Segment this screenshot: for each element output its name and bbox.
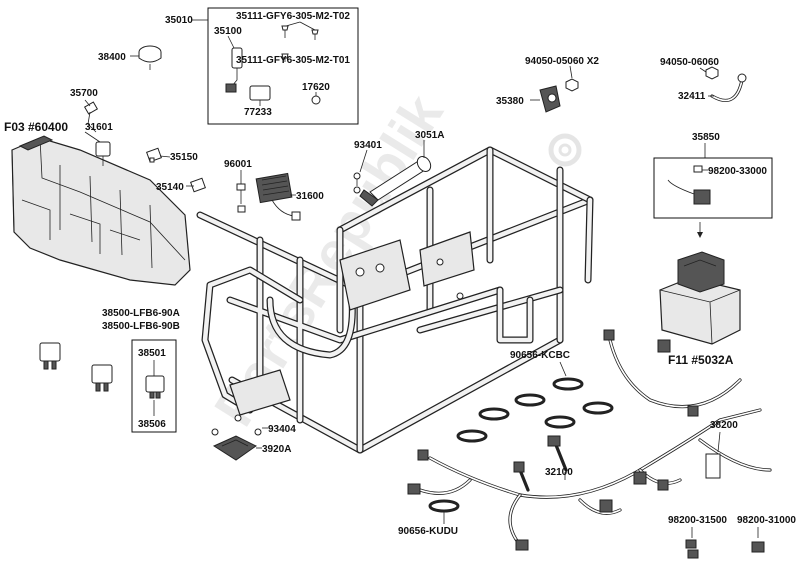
callout-98200-33000: 98200-33000 — [708, 166, 767, 177]
callout-90656-kudu: 90656-KUDU — [398, 526, 458, 537]
relay-box-38501 — [131, 339, 177, 433]
screws-93404 — [211, 414, 262, 436]
callout-32411: 32411 — [678, 91, 706, 102]
callout-32100: 32100 — [545, 467, 573, 478]
regulator-31600 — [255, 172, 301, 221]
callout-38400: 38400 — [98, 52, 126, 63]
part-35150 — [146, 147, 162, 163]
nut-94050-05060 — [565, 78, 579, 92]
cable-32411 — [710, 73, 747, 102]
relay-kit-box — [207, 7, 359, 125]
relay-38501 — [145, 375, 165, 399]
callout-f11: F11 #5032A — [668, 353, 734, 367]
callout-3920A: 3920A — [262, 444, 291, 455]
callout-31601: 31601 — [85, 122, 113, 133]
watermark-gear-icon — [548, 133, 582, 167]
clips-98200-31500 — [685, 539, 699, 559]
switch-box-35850 — [653, 157, 773, 219]
callout-17620: 17620 — [302, 82, 330, 93]
wire-harness-32100 — [407, 329, 772, 551]
part-77233 — [249, 85, 271, 101]
screw-t02-b — [311, 29, 319, 40]
callout-35850: 35850 — [692, 132, 720, 143]
callout-35111-t01: 35111-GFY6-305-M2-T01 — [236, 55, 350, 66]
callout-93401: 93401 — [354, 140, 382, 151]
part-3051A — [359, 156, 432, 207]
callout-94050-06060: 94050-06060 — [660, 57, 719, 68]
callout-35100: 35100 — [214, 26, 242, 37]
callout-38200: 38200 — [710, 420, 738, 431]
callout-38501: 38501 — [138, 348, 166, 359]
callout-38500-90B: 38500-LFB6-90B — [102, 321, 180, 332]
callout-31600: 31600 — [296, 191, 324, 202]
relay-35100 — [225, 47, 243, 93]
callout-35140: 35140 — [156, 182, 184, 193]
callout-90656-kcbc: 90656-KCBC — [510, 350, 570, 361]
callout-3051A: 3051A — [415, 130, 444, 141]
callout-f03: F03 #60400 — [4, 120, 68, 134]
storage-box-f03 — [11, 135, 191, 286]
cable-ties — [428, 377, 614, 513]
callout-35111-t02: 35111-GFY6-305-M2-T02 — [236, 11, 350, 22]
main-frame — [196, 146, 594, 454]
nut-94050-06060 — [705, 66, 719, 80]
part-38400 — [138, 45, 162, 70]
switch-35850 — [667, 165, 711, 205]
callout-98200-31000: 98200-31000 — [737, 515, 796, 526]
part-35140 — [190, 177, 206, 193]
callout-93404: 93404 — [268, 424, 296, 435]
callout-35380: 35380 — [496, 96, 524, 107]
callout-35700: 35700 — [70, 88, 98, 99]
bracket-3920A — [212, 435, 257, 461]
screws-93401 — [353, 172, 361, 194]
sensor-35380 — [539, 85, 561, 113]
clip-98200-31000 — [751, 541, 765, 553]
relay-38500-b — [91, 364, 113, 392]
callout-38506: 38506 — [138, 419, 166, 430]
callout-98200-31500: 98200-31500 — [668, 515, 727, 526]
callout-96001: 96001 — [224, 159, 252, 170]
callout-38500-90A: 38500-LFB6-90A — [102, 308, 180, 319]
callout-35010: 35010 — [165, 15, 193, 26]
part-31601 — [95, 141, 111, 166]
relay-38500-a — [39, 342, 61, 370]
screw-t02 — [281, 25, 289, 38]
callout-94050-05060: 94050-05060 X2 — [525, 56, 599, 67]
callout-77233: 77233 — [244, 107, 272, 118]
callout-35150: 35150 — [170, 152, 198, 163]
fuse-box-f11 — [659, 251, 741, 345]
part-17620 — [311, 95, 321, 105]
screw-t01 — [281, 53, 289, 62]
bolt-96001 — [236, 183, 246, 213]
